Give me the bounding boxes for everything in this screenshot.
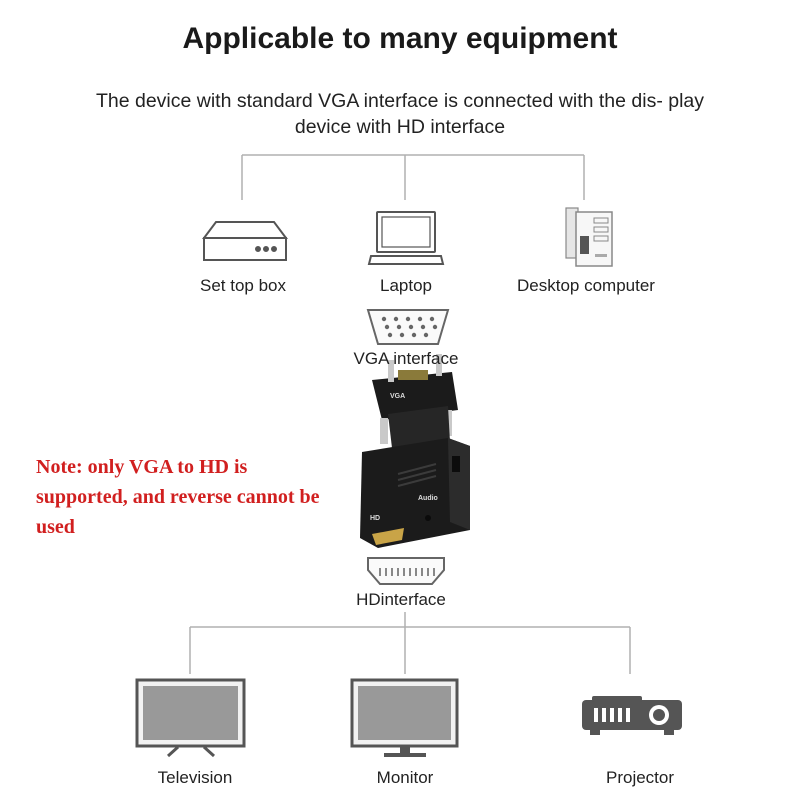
adapter-vga-text: VGA	[390, 393, 405, 400]
projector-label: Projector	[605, 768, 675, 787]
bottom-connector-lines	[189, 612, 631, 674]
top-connector-lines	[241, 154, 585, 200]
set-top-box-label: Set top box	[199, 276, 286, 295]
desktop-computer-icon	[565, 207, 613, 267]
desktop-computer-label: Desktop computer	[517, 276, 655, 295]
compatibility-note: Note: only VGA to HD is supported, and r…	[36, 456, 320, 538]
television-label: Television	[157, 768, 233, 787]
page-subtitle: The device with standard VGA interface i…	[95, 90, 705, 138]
vga-port-icon	[366, 309, 450, 345]
television-icon	[135, 678, 246, 758]
vga-to-hd-adapter: VGA HD Audio	[360, 354, 470, 548]
set-top-box-icon	[202, 221, 288, 261]
page-title: Applicable to many equipment	[182, 22, 618, 55]
hd-interface-label: HDinterface	[356, 590, 446, 609]
projector-icon	[582, 696, 682, 735]
monitor-icon	[350, 678, 459, 757]
laptop-label: Laptop	[380, 276, 432, 295]
monitor-label: Monitor	[376, 768, 434, 787]
vga-interface-label: VGA interface	[353, 349, 459, 368]
laptop-icon	[367, 211, 445, 265]
adapter-audio-text: Audio	[418, 495, 438, 502]
hd-port-icon	[367, 557, 445, 585]
adapter-hd-text: HD	[370, 515, 380, 522]
